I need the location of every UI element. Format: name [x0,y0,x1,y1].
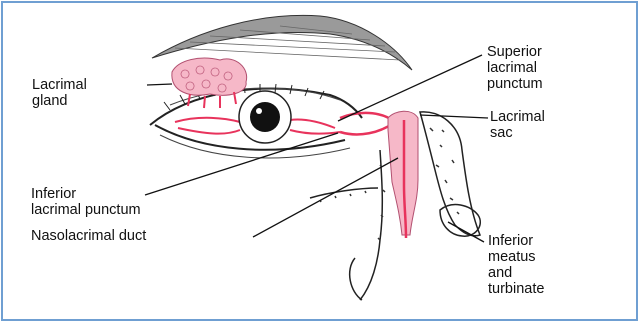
label-inferior-meatus-turbinate: Inferior meatus and turbinate [488,233,544,297]
label-lacrimal-gland: Lacrimal gland [32,77,87,109]
lacrimal-drainage-system [340,111,418,238]
label-inferior-lacrimal-punctum: Inferior lacrimal punctum [31,186,141,218]
leader-inferior-punctum [145,133,338,195]
label-lacrimal-sac: Lacrimal sac [490,109,545,141]
label-nasolacrimal-duct: Nasolacrimal duct [31,228,146,244]
iris [239,91,291,143]
leader-nasolacrimal-duct [253,158,398,237]
label-superior-lacrimal-punctum: Superior lacrimal punctum [487,44,543,92]
leader-superior-punctum [338,55,482,121]
leader-lacrimal-gland [147,84,172,85]
